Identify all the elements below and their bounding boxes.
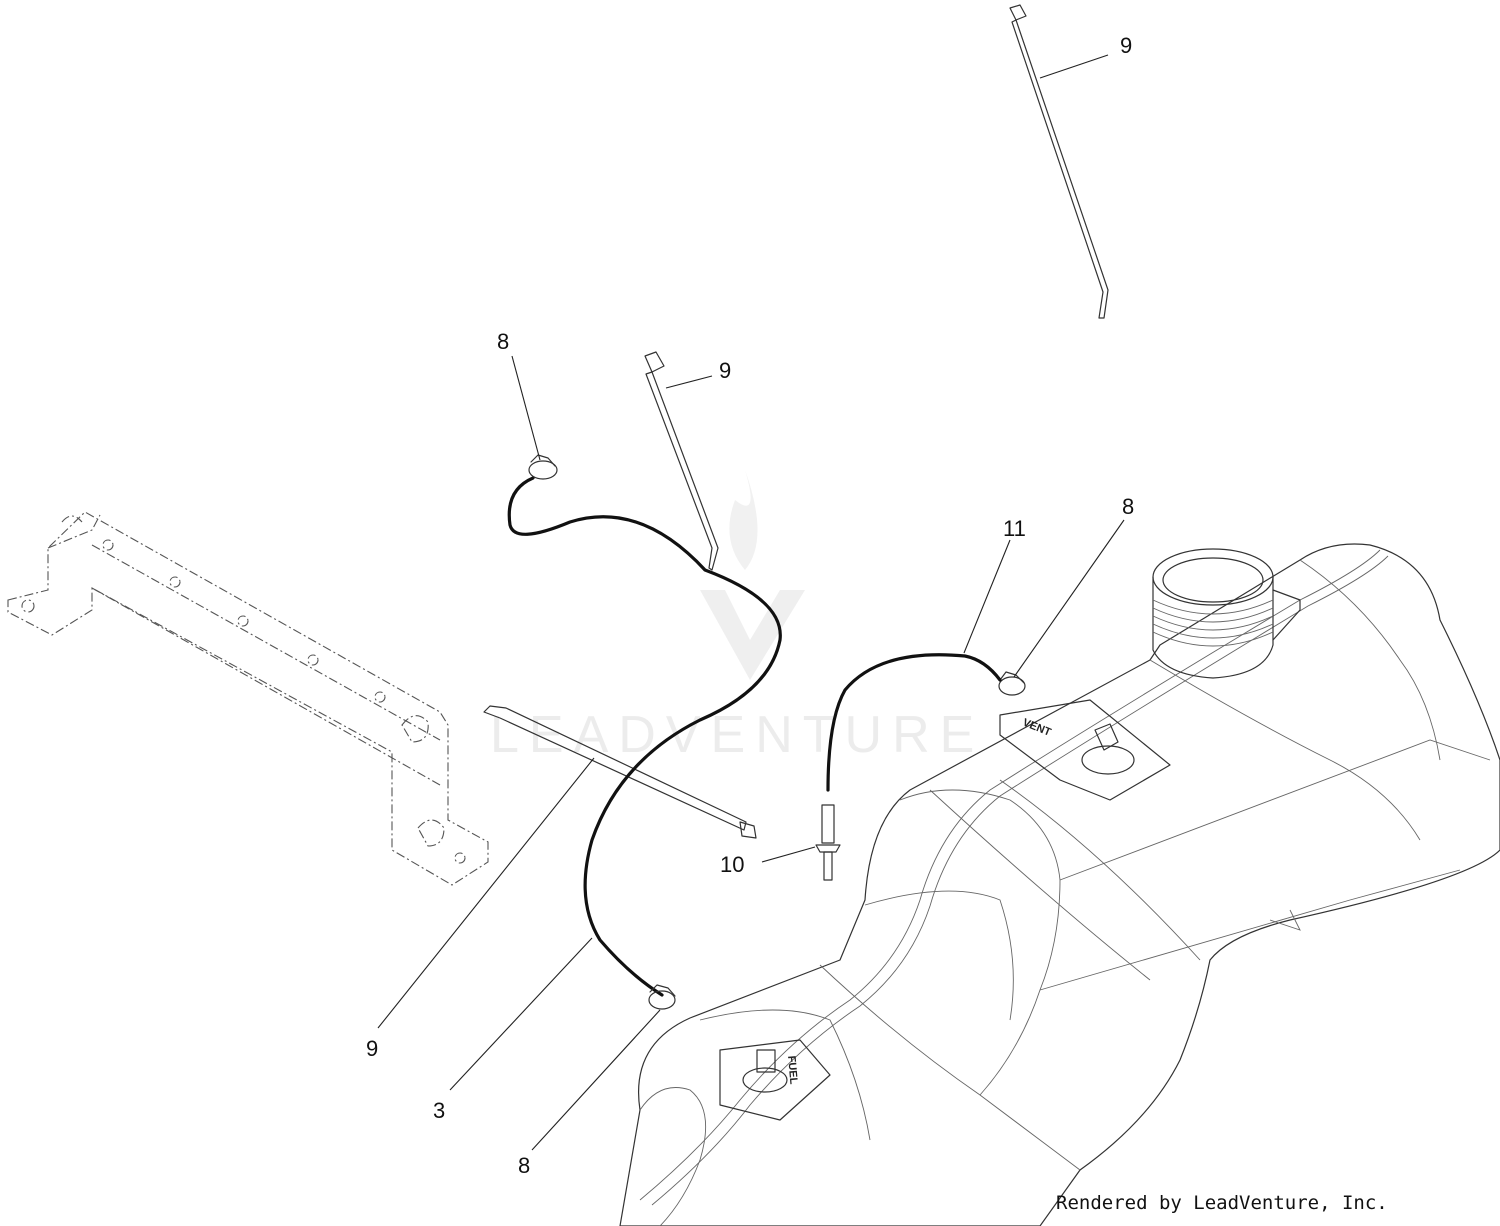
callout-8-left: 8: [497, 329, 509, 354]
hose-clamp-right: [998, 671, 1026, 696]
callout-3: 3: [433, 1098, 445, 1123]
callout-9-middle: 9: [719, 358, 731, 383]
mounting-bracket: [7, 511, 489, 886]
fuel-label: FUEL: [785, 1055, 799, 1085]
callout-9-bottom: 9: [366, 1036, 378, 1061]
vent-label: VENT: [1021, 717, 1053, 739]
callout-8-right: 8: [1122, 494, 1134, 519]
callout-9-top: 9: [1120, 33, 1132, 58]
callout-8-bottom: 8: [518, 1153, 530, 1178]
callout-10: 10: [720, 852, 744, 877]
hose-clamp-left: [528, 454, 558, 480]
cable-tie-top: [1009, 4, 1109, 319]
vent-hose: [826, 653, 1002, 792]
vent-fitting: [815, 804, 841, 881]
fuel-tank: VENT FUEL: [619, 543, 1500, 1226]
fuel-hose: [507, 476, 782, 997]
cable-tie-middle: [644, 351, 719, 571]
watermark-text: LEADVENTURE: [490, 706, 984, 764]
cable-tie-lower: [483, 705, 757, 839]
hose-clamp-bottom: [648, 984, 676, 1010]
callout-11: 11: [1003, 516, 1026, 541]
callout-labels: 9 8 9 11 8 10 9 3 8: [366, 33, 1134, 1178]
render-credit: Rendered by LeadVenture, Inc.: [1056, 1192, 1388, 1214]
leader-lines: [377, 54, 1125, 1151]
leadventure-watermark: LEADVENTURE: [490, 470, 984, 764]
